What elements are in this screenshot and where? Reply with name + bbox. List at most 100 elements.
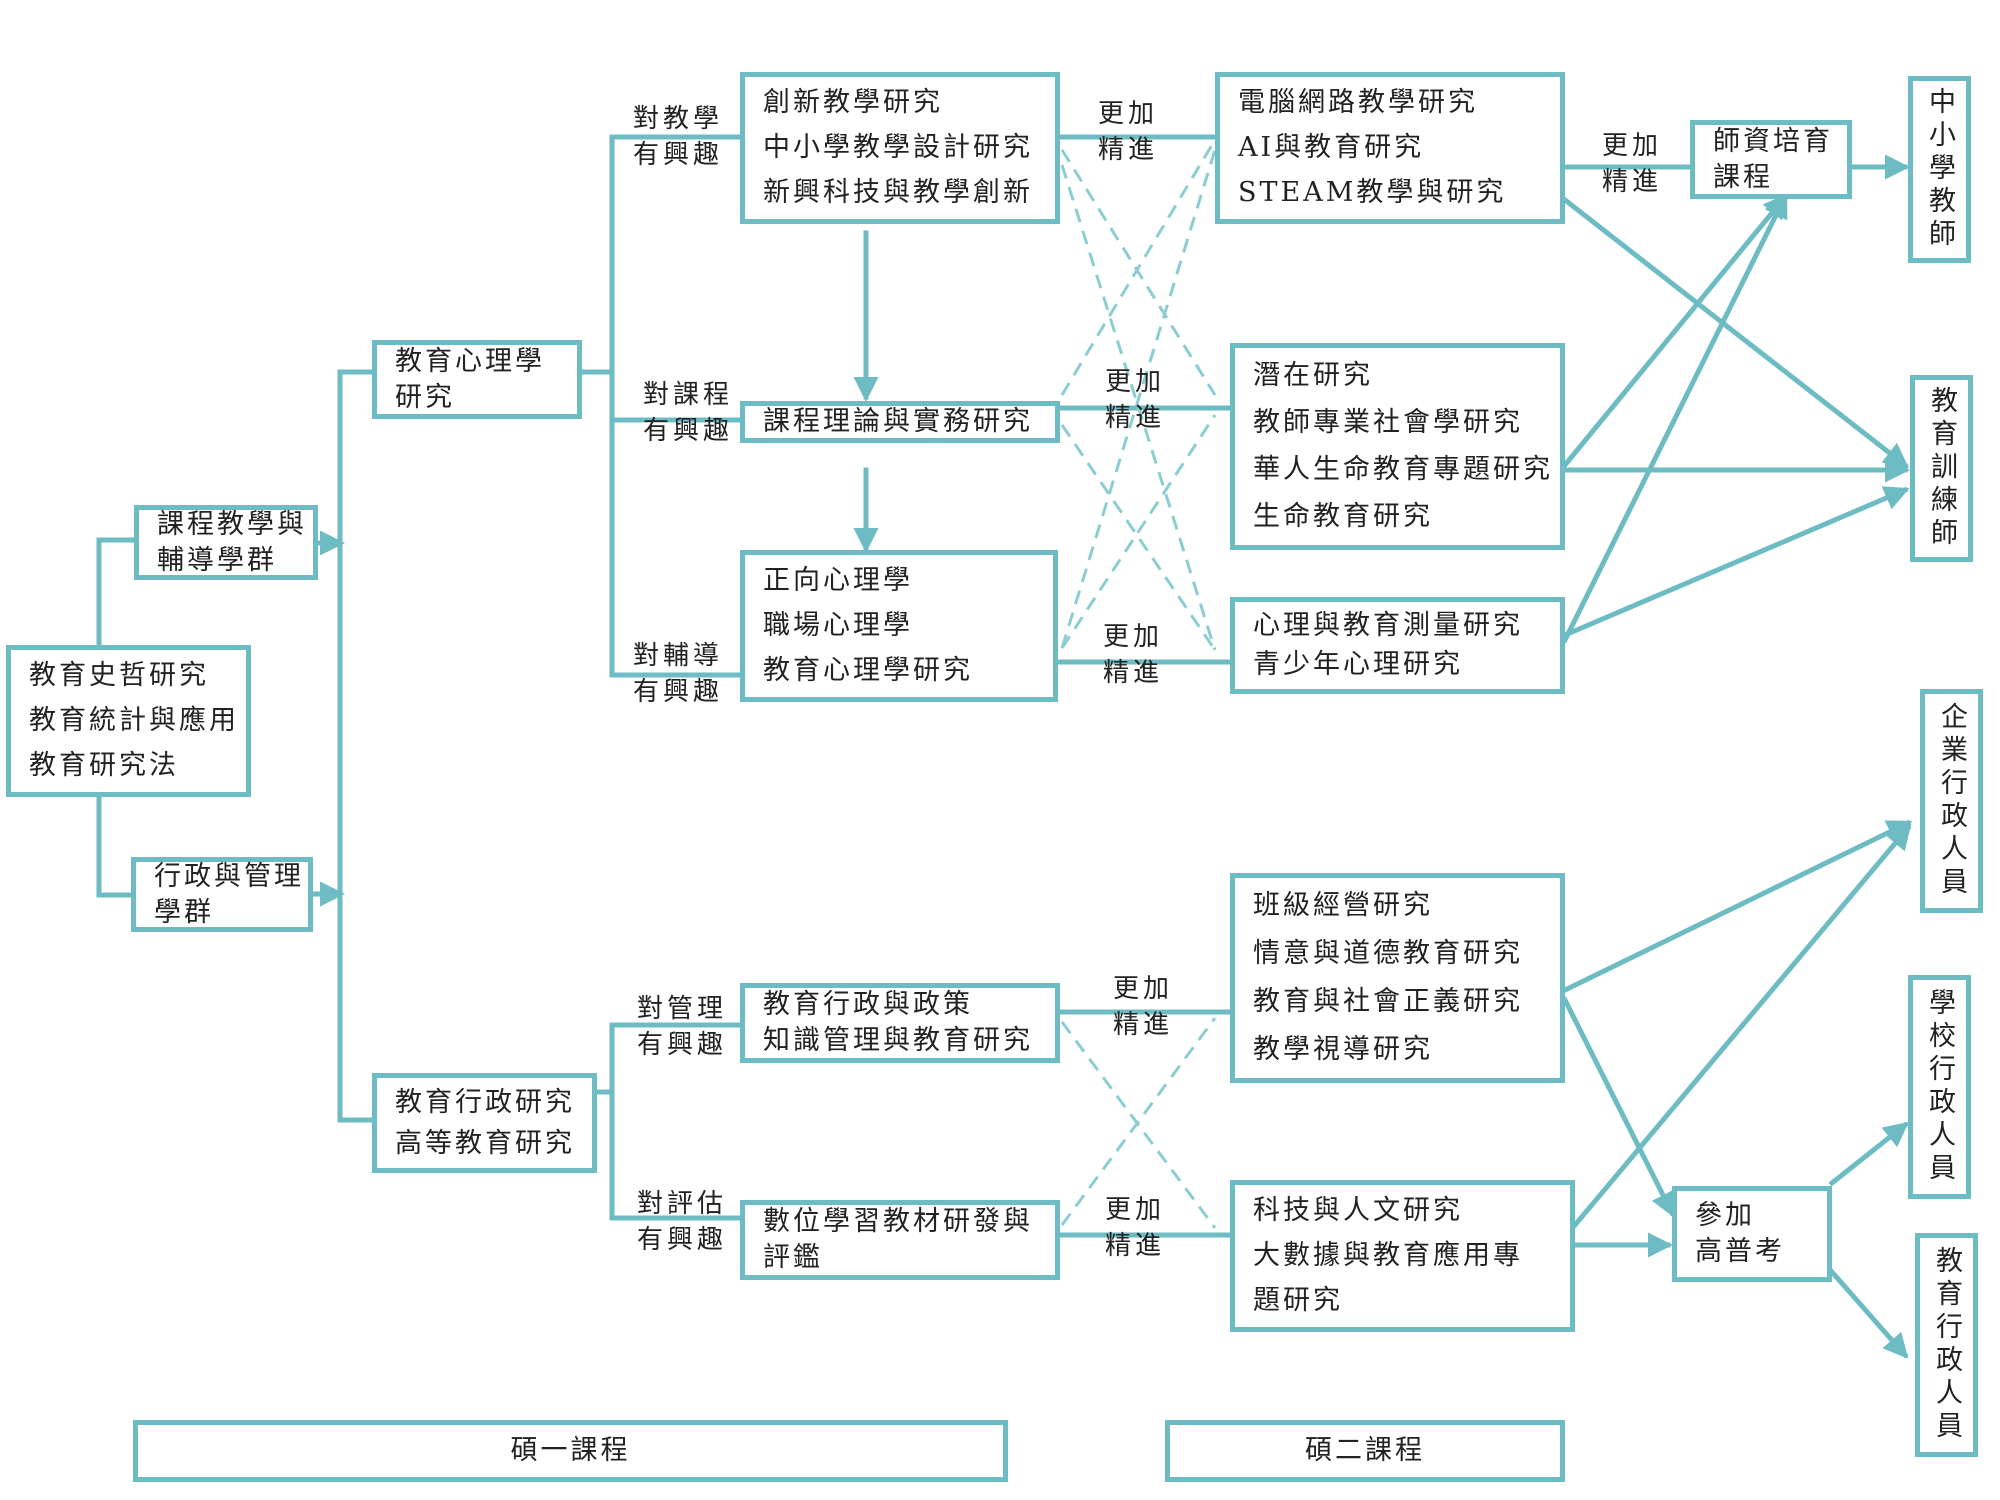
- arrow-exam-eduadmin: [1828, 1268, 1909, 1359]
- course-item: 電腦網路教學研究: [1238, 87, 1478, 119]
- refine-label-5: 更加 精進: [1105, 1195, 1166, 1261]
- career-trainer-box: 教育訓練師: [1910, 375, 1973, 562]
- interest-curriculum-label: 對課程 有興趣: [643, 380, 734, 446]
- course-item: 大數據與教育應用專: [1253, 1239, 1523, 1271]
- curriculum-group-box: 課程教學與 輔導學群: [134, 505, 318, 580]
- course-item: 創新教學研究: [763, 87, 943, 119]
- base-courses-box: 教育史哲研究 教育統計與應用 教育研究法: [6, 645, 251, 797]
- course-item: 科技與人文研究: [1253, 1195, 1463, 1227]
- group-label: 學群: [154, 896, 214, 928]
- dash-counseling-teacher: [1060, 414, 1217, 649]
- career-trainer: 教育訓練師: [1926, 386, 1957, 551]
- arrow-class-exam: [1561, 996, 1676, 1218]
- interest-teaching-label: 對教學 有興趣: [633, 104, 724, 170]
- arrow-measure-trainer: [1561, 486, 1910, 639]
- mid-label: 師資培育: [1713, 125, 1833, 157]
- teacher-courses-box: 潛在研究 教師專業社會學研究 華人生命教育專題研究 生命教育研究: [1230, 343, 1565, 550]
- interest-management-label: 對管理 有興趣: [637, 994, 728, 1060]
- course-item: 心理與教育測量研究: [1253, 609, 1523, 641]
- exam-box: 參加 高普考: [1672, 1186, 1832, 1282]
- interest-counseling-label: 對輔導 有興趣: [633, 641, 724, 707]
- course-item: 情意與道德教育研究: [1253, 938, 1523, 969]
- level2-label: 教育心理學: [395, 345, 545, 377]
- refine-label-4: 更加 精進: [1113, 974, 1174, 1040]
- career-edu-admin-box: 教育行政人員: [1915, 1233, 1978, 1457]
- year2-footer-box: 碩二課程: [1165, 1420, 1565, 1482]
- course-item: 教學視導研究: [1253, 1034, 1433, 1065]
- teacher-program-box: 師資培育 課程: [1690, 120, 1852, 199]
- career-edu-admin: 教育行政人員: [1931, 1246, 1962, 1444]
- arrow-data-corpadmin: [1571, 824, 1912, 1229]
- group-label: 課程教學與: [157, 508, 307, 540]
- edu-psych-box: 教育心理學 研究: [372, 340, 582, 419]
- dash-curriculum-measure: [1060, 424, 1217, 651]
- career-school-teacher-box: 中小學教師: [1908, 76, 1971, 263]
- arrow-class-corpadmin: [1561, 819, 1913, 994]
- link-base-admin: [96, 792, 134, 898]
- course-item: 評鑑: [763, 1242, 823, 1273]
- course-item: 教育與社會正義研究: [1253, 986, 1523, 1017]
- base-course-item: 教育史哲研究: [29, 660, 209, 692]
- course-item: 課程理論與實務研究: [763, 406, 1033, 437]
- class-courses-box: 班級經營研究 情意與道德教育研究 教育與社會正義研究 教學視導研究: [1230, 873, 1565, 1083]
- course-item: 生命教育研究: [1253, 501, 1433, 533]
- career-school-teacher: 中小學教師: [1924, 87, 1955, 252]
- data-courses-box: 科技與人文研究 大數據與教育應用專 題研究: [1230, 1180, 1575, 1332]
- arrow-exam-schooladmin: [1828, 1121, 1909, 1187]
- year1-footer-box: 碩一課程: [133, 1420, 1008, 1482]
- edu-admin-box: 教育行政研究 高等教育研究: [372, 1073, 597, 1173]
- arrow-measure-teacherprogram: [1561, 192, 1789, 644]
- course-item: 青少年心理研究: [1253, 649, 1463, 681]
- career-corp-admin-box: 企業行政人員: [1920, 689, 1983, 913]
- dash-evaluation-class: [1060, 1017, 1217, 1226]
- course-item: 教育行政與政策: [763, 989, 973, 1020]
- group-label: 行政與管理: [154, 860, 304, 892]
- counseling-courses-box: 正向心理學 職場心理學 教育心理學研究: [740, 550, 1058, 702]
- base-course-item: 教育研究法: [29, 749, 179, 781]
- career-school-admin: 學校行政人員: [1924, 988, 1955, 1186]
- evaluation-courses-box: 數位學習教材研發與 評鑑: [740, 1200, 1060, 1280]
- curriculum-courses-box: 課程理論與實務研究: [740, 401, 1060, 443]
- course-item: 華人生命教育專題研究: [1253, 454, 1553, 486]
- interest-evaluation-label: 對評估 有興趣: [637, 1189, 728, 1255]
- mid-label: 參加: [1695, 1200, 1755, 1231]
- link-base-curriculum: [96, 537, 137, 648]
- level2-label: 教育行政研究: [395, 1086, 575, 1118]
- level2-label: 高等教育研究: [395, 1127, 575, 1159]
- tech-courses-box: 電腦網路教學研究 AI與教育研究 STEAM教學與研究: [1215, 72, 1565, 224]
- course-item: 數位學習教材研發與: [763, 1206, 1033, 1237]
- year1-footer-label: 碩一課程: [510, 1435, 631, 1466]
- refine-label-1: 更加 精進: [1098, 99, 1159, 165]
- course-item: 教師專業社會學研究: [1253, 406, 1523, 438]
- course-item: 題研究: [1253, 1284, 1343, 1316]
- dash-management-data: [1060, 1021, 1217, 1229]
- group-label: 輔導學群: [157, 544, 277, 576]
- course-item: 正向心理學: [763, 565, 913, 597]
- dash-teaching-measure: [1060, 164, 1217, 651]
- level2-label: 研究: [395, 381, 455, 413]
- dash-counseling-tech: [1060, 149, 1217, 649]
- refine-label-2: 更加 精進: [1105, 367, 1166, 433]
- course-item: 新興科技與教學創新: [763, 176, 1033, 208]
- admin-group-box: 行政與管理 學群: [131, 857, 313, 932]
- course-item: 知識管理與教育研究: [763, 1025, 1033, 1056]
- refine-label-3: 更加 精進: [1103, 622, 1164, 688]
- base-course-item: 教育統計與應用: [29, 704, 239, 736]
- dash-teaching-teacher: [1060, 149, 1217, 396]
- mid-label: 課程: [1713, 161, 1773, 193]
- career-school-admin-box: 學校行政人員: [1908, 975, 1971, 1199]
- refine-label-6: 更加 精進: [1602, 131, 1663, 197]
- measure-courses-box: 心理與教育測量研究 青少年心理研究: [1230, 597, 1565, 694]
- teaching-courses-box: 創新教學研究 中小學教學設計研究 新興科技與教學創新: [740, 72, 1060, 224]
- course-item: 中小學教學設計研究: [763, 131, 1033, 163]
- arrow-tech-trainer: [1561, 196, 1909, 469]
- course-item: 職場心理學: [763, 609, 913, 641]
- course-item: 潛在研究: [1253, 359, 1373, 391]
- mid-label: 高普考: [1695, 1236, 1785, 1267]
- course-item: 教育心理學研究: [763, 654, 973, 686]
- course-item: AI與教育研究: [1238, 131, 1425, 163]
- year2-footer-label: 碩二課程: [1305, 1435, 1425, 1466]
- career-corp-admin: 企業行政人員: [1936, 702, 1967, 900]
- dash-curriculum-tech: [1060, 139, 1217, 396]
